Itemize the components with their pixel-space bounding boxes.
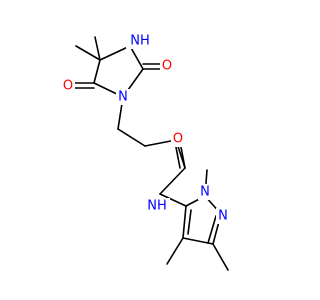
bond-methyl-a — [94, 36, 101, 61]
bond-methyl-b — [75, 45, 101, 61]
atom-nh-amide: NH — [144, 198, 170, 214]
atom-n-imide: N — [116, 89, 130, 105]
atom-o-lower: O — [61, 78, 75, 94]
nitrogen-label: NH — [130, 34, 150, 49]
label-bg — [126, 33, 152, 49]
nitrogen-label: N — [218, 209, 228, 224]
bond-layer — [73, 36, 229, 271]
atom-nh-ring: NH — [126, 33, 152, 49]
nitrogen-label: N — [118, 90, 128, 105]
atom-label-layer: NH O O N O N NH N — [61, 33, 230, 224]
label-bg — [216, 208, 230, 224]
oxygen-label: O — [162, 59, 172, 74]
oxygen-label: O — [173, 132, 183, 147]
bond-chain-2 — [144, 139, 177, 147]
atom-n-pyrazole-methyl: N — [198, 184, 212, 200]
bond-c4-c5 — [93, 59, 101, 84]
bond-n1-c2 — [129, 45, 144, 70]
bond-c4-methyl — [166, 237, 184, 265]
bond-c4-c5 — [182, 205, 187, 239]
nitrogen-label: NH — [147, 199, 167, 214]
label-bg — [198, 184, 212, 200]
label-bg — [144, 198, 170, 214]
nitrogen-label: N — [200, 185, 210, 200]
bond-chain-1 — [117, 128, 146, 147]
bond-c-nh — [159, 167, 186, 195]
bond-c5-n1 — [99, 45, 131, 61]
label-bg — [61, 78, 75, 94]
bond-c4-c5-double — [187, 209, 192, 235]
bond-c3-methyl — [212, 243, 229, 271]
label-bg — [160, 58, 174, 74]
bond-n2-c3-double — [207, 215, 217, 244]
atom-o-upper: O — [160, 58, 174, 74]
bond-nh-pyrazole — [159, 193, 187, 207]
bond-c3-c4 — [182, 237, 214, 245]
molecule-structure: NH O O N O N NH N — [61, 33, 230, 271]
oxygen-label: O — [63, 79, 73, 94]
label-bg — [171, 131, 185, 147]
atom-n-pyrazole: N — [216, 208, 230, 224]
atom-o-amide: O — [171, 131, 185, 147]
label-bg — [116, 89, 130, 105]
